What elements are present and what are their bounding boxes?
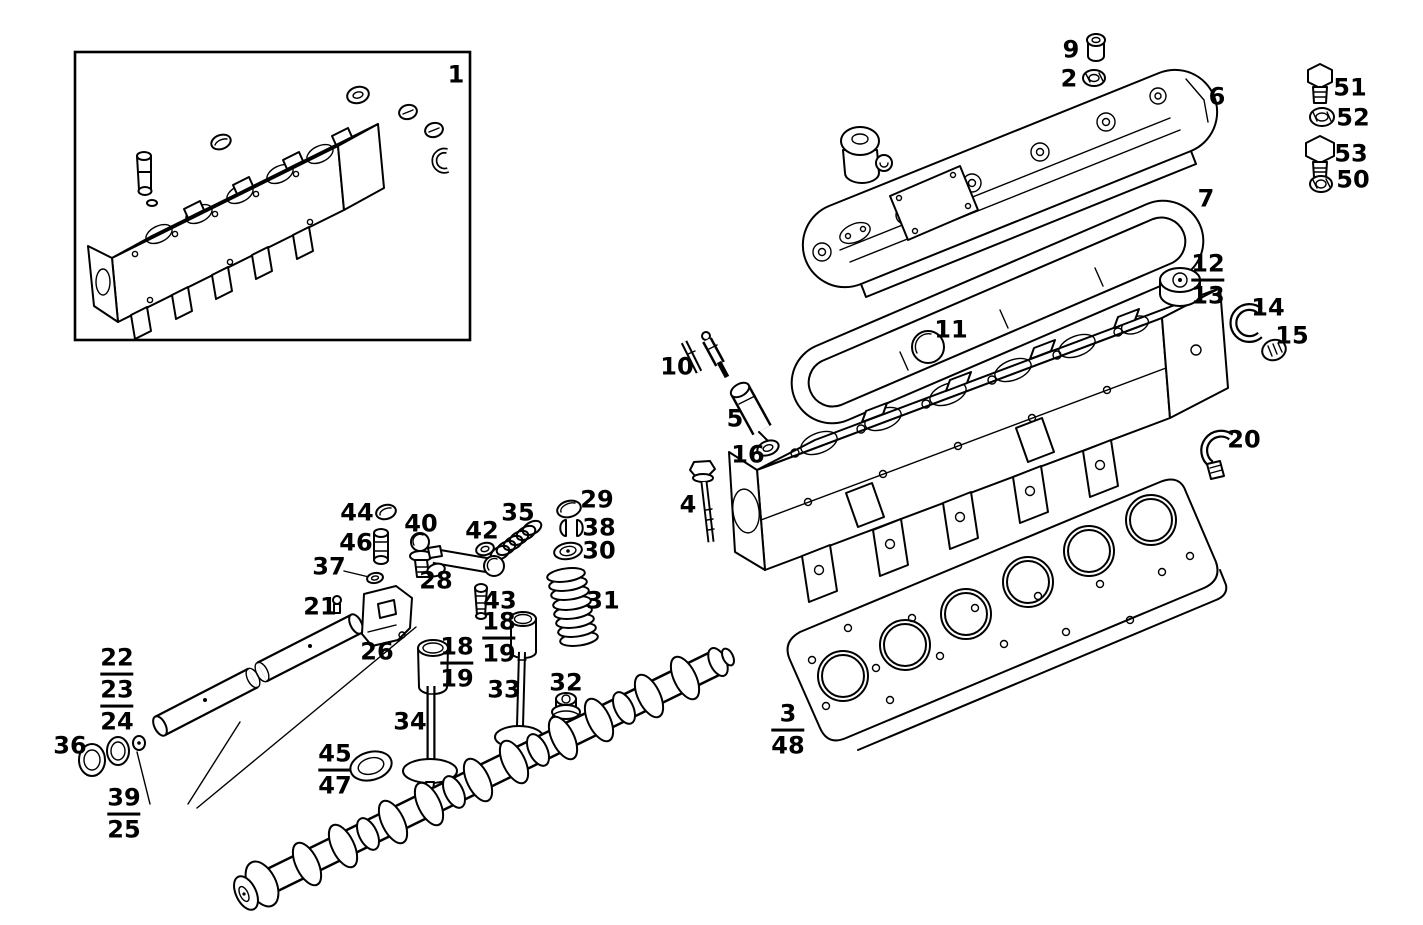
- inset-small-parts: [136, 85, 450, 207]
- valve-spring-drawing: [546, 567, 599, 647]
- stud-and-glow-plug-drawing: [680, 331, 730, 379]
- oil-filler-cap-drawing: [840, 126, 893, 184]
- plug-drawing: [1261, 338, 1287, 362]
- snap-ring-drawing: [1229, 303, 1263, 343]
- bolt-stack-drawing: [1305, 63, 1335, 193]
- cam-seal-drawing: [349, 750, 393, 782]
- injector-sleeve-drawing: [729, 381, 772, 442]
- part-9-2-drawing: [1082, 33, 1106, 87]
- small-spring-drawing: [489, 519, 543, 562]
- leader-lines: [136, 570, 417, 809]
- valve-cap-keepers-retainer-drawing: [553, 499, 584, 561]
- camshaft-drawing: [233, 647, 735, 911]
- hook-fitting-drawing: [1200, 429, 1234, 480]
- inset-cylinder-head-drawing: [87, 123, 385, 340]
- shaft-seals-drawing: [78, 735, 146, 777]
- head-gasket-drawing: [786, 478, 1228, 751]
- inset-panel: [73, 50, 472, 342]
- valve-rotator-drawing: [551, 692, 581, 726]
- rocker-arm-drawing: [426, 545, 505, 578]
- rocker-shaft-drawing: [152, 613, 364, 737]
- valve-cover-drawing: [801, 68, 1219, 298]
- cylinder-head-drawing: [728, 287, 1229, 603]
- rocker-pedestal-drawing: [332, 585, 413, 647]
- cup-plug-drawing: [911, 330, 945, 364]
- adjusting-screw-drawing: [474, 583, 488, 620]
- head-bolt-drawing: [689, 460, 716, 543]
- intake-valve-drawing: [402, 686, 458, 793]
- rocker-hardware-drawing: [366, 503, 495, 585]
- seal-washer-16-drawing: [756, 439, 780, 457]
- tappet-drawing: [417, 611, 537, 695]
- grommet-drawing: [1159, 267, 1201, 307]
